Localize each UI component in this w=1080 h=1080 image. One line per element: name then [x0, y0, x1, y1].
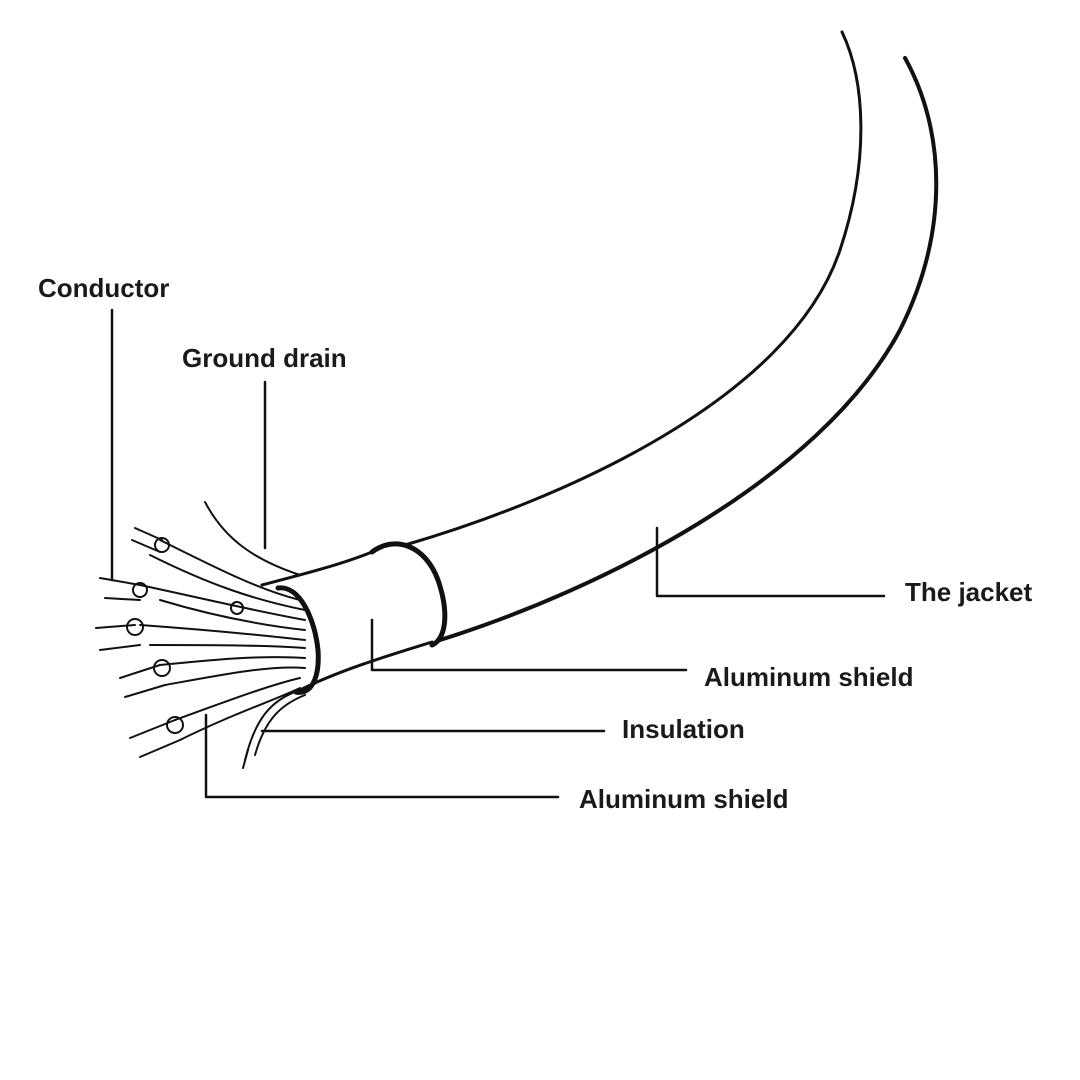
cable-jacket [369, 30, 939, 648]
label-conductor: Conductor [38, 273, 169, 303]
leader-lines [110, 308, 886, 799]
label-ground-drain: Ground drain [182, 343, 347, 373]
label-insulation: Insulation [622, 714, 745, 744]
aluminum-shield-outer [260, 550, 434, 695]
label-aluminum-shield-outer: Aluminum shield [704, 662, 913, 692]
conductor-tips [95, 527, 249, 769]
wire-bundle [139, 501, 306, 761]
label-jacket: The jacket [905, 577, 1033, 607]
label-aluminum-shield-inner: Aluminum shield [579, 784, 788, 814]
